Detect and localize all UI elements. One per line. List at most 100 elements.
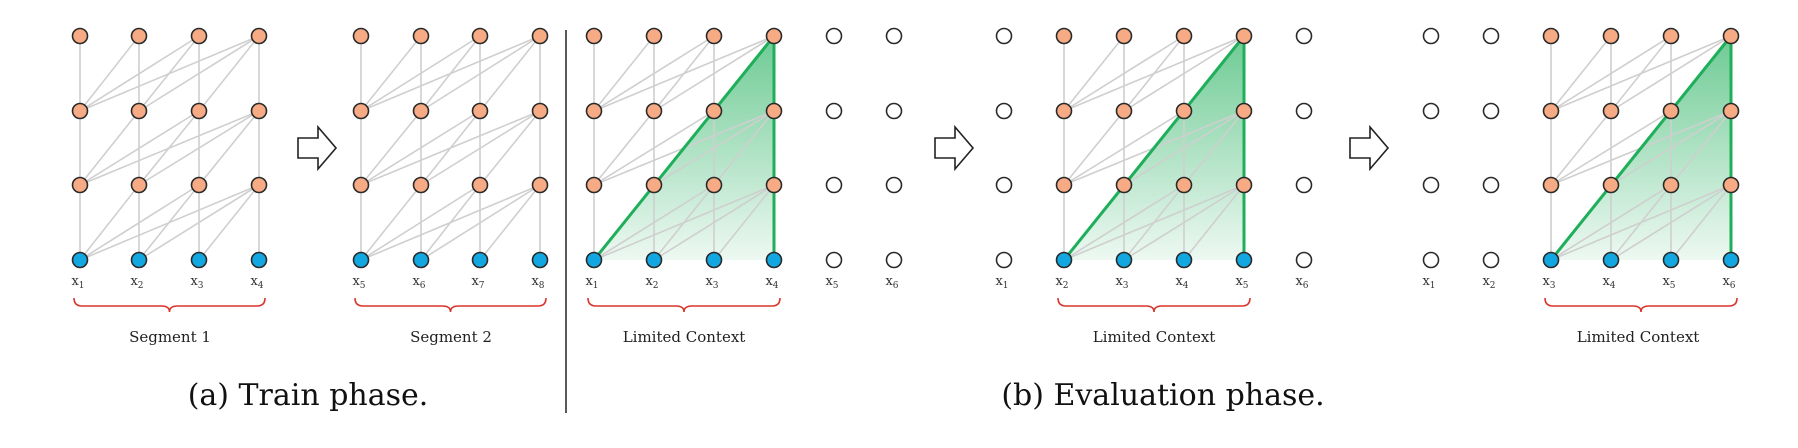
empty-node: [885, 102, 903, 120]
hidden-node: [130, 27, 148, 45]
hidden-node: [1662, 102, 1680, 120]
attention-edge: [79, 184, 260, 261]
empty-node: [995, 251, 1013, 269]
segment-brace: [587, 297, 781, 313]
token-subscript: 6: [893, 281, 899, 291]
attention-edge: [1063, 35, 1185, 112]
token-subscript: 4: [1183, 281, 1189, 291]
hidden-node: [190, 102, 208, 120]
attention-edge: [360, 35, 541, 112]
attention-edge: [79, 110, 260, 186]
token-label: x3: [705, 274, 718, 291]
input-node: [412, 251, 430, 269]
input-node: [645, 251, 663, 269]
hidden-node: [1055, 102, 1073, 120]
attention-edge: [360, 110, 541, 186]
attention-edge: [79, 184, 140, 261]
attention-edge: [1183, 110, 1245, 186]
attention-edge: [1123, 35, 1245, 112]
hidden-node: [71, 176, 89, 194]
hidden-node: [190, 27, 208, 45]
attention-edge: [420, 35, 541, 112]
hidden-node: [1175, 176, 1193, 194]
hidden-node: [471, 176, 489, 194]
empty-node: [1422, 102, 1440, 120]
attention-edge: [1550, 35, 1732, 112]
token-label: x2: [645, 274, 658, 291]
attention-edge: [1610, 110, 1732, 186]
attention-edge: [1610, 35, 1732, 112]
input-node: [585, 251, 603, 269]
attention-edge: [593, 110, 655, 186]
attention-edge: [593, 110, 715, 186]
segment-brace: [1544, 297, 1738, 313]
attention-edge: [713, 184, 775, 261]
attention-edge: [1550, 110, 1612, 186]
hidden-node: [705, 102, 723, 120]
input-node: [1055, 251, 1073, 269]
empty-node: [1482, 27, 1500, 45]
hidden-node: [1722, 27, 1740, 45]
attention-edge: [360, 35, 481, 112]
hidden-node: [1722, 176, 1740, 194]
attention-edge: [79, 35, 200, 112]
attention-edge: [1063, 184, 1245, 261]
empty-node: [1295, 27, 1313, 45]
token-label: x8: [531, 274, 544, 291]
empty-node: [1482, 102, 1500, 120]
segment-brace: [354, 297, 547, 313]
empty-node: [1422, 251, 1440, 269]
attention-edge: [593, 184, 775, 261]
attention-edge: [360, 184, 422, 261]
attention-edge: [79, 184, 200, 261]
token-label: x3: [1115, 274, 1128, 291]
hidden-node: [352, 176, 370, 194]
hidden-node: [585, 176, 603, 194]
attention-edge: [713, 110, 775, 186]
token-label: x4: [765, 274, 778, 291]
token-subscript: 4: [258, 281, 264, 291]
hidden-node: [765, 176, 783, 194]
hidden-node: [190, 176, 208, 194]
attention-edge: [79, 35, 140, 112]
token-subscript: 1: [1003, 281, 1009, 291]
hidden-node: [765, 27, 783, 45]
attention-edge: [593, 35, 715, 112]
input-node: [71, 251, 89, 269]
attention-edge: [79, 35, 260, 112]
hidden-node: [352, 102, 370, 120]
token-label: x1: [71, 274, 84, 291]
hidden-node: [130, 176, 148, 194]
input-node: [1602, 251, 1620, 269]
attention-edge: [653, 110, 775, 186]
attention-edge: [360, 35, 422, 112]
attention-edge: [1550, 184, 1732, 261]
attention-edge: [593, 35, 775, 112]
token-subscript: 5: [360, 281, 366, 291]
hidden-node: [71, 102, 89, 120]
attention-edge: [593, 184, 715, 261]
attention-edge: [360, 110, 481, 186]
attention-edge: [79, 110, 200, 186]
attention-edge: [1550, 110, 1672, 186]
hidden-node: [412, 102, 430, 120]
token-subscript: 7: [479, 281, 485, 291]
attention-edge: [1550, 35, 1672, 112]
attention-edges: [360, 35, 541, 261]
input-node: [531, 251, 549, 269]
hidden-node: [71, 27, 89, 45]
attention-edge: [198, 110, 260, 186]
limited-context-label: Limited Context: [1577, 328, 1700, 346]
hidden-node: [531, 27, 549, 45]
attention-edges: [1063, 35, 1245, 261]
token-label: x4: [1602, 274, 1615, 291]
attention-edge: [360, 110, 422, 186]
hidden-node: [645, 102, 663, 120]
token-subscript: 1: [79, 281, 85, 291]
context-hypotenuse: [592, 35, 776, 261]
token-label: x4: [1175, 274, 1188, 291]
attention-edge: [1063, 110, 1125, 186]
segment-2-label: Segment 2: [410, 328, 492, 346]
empty-node: [995, 176, 1013, 194]
token-subscript: 3: [1123, 281, 1129, 291]
